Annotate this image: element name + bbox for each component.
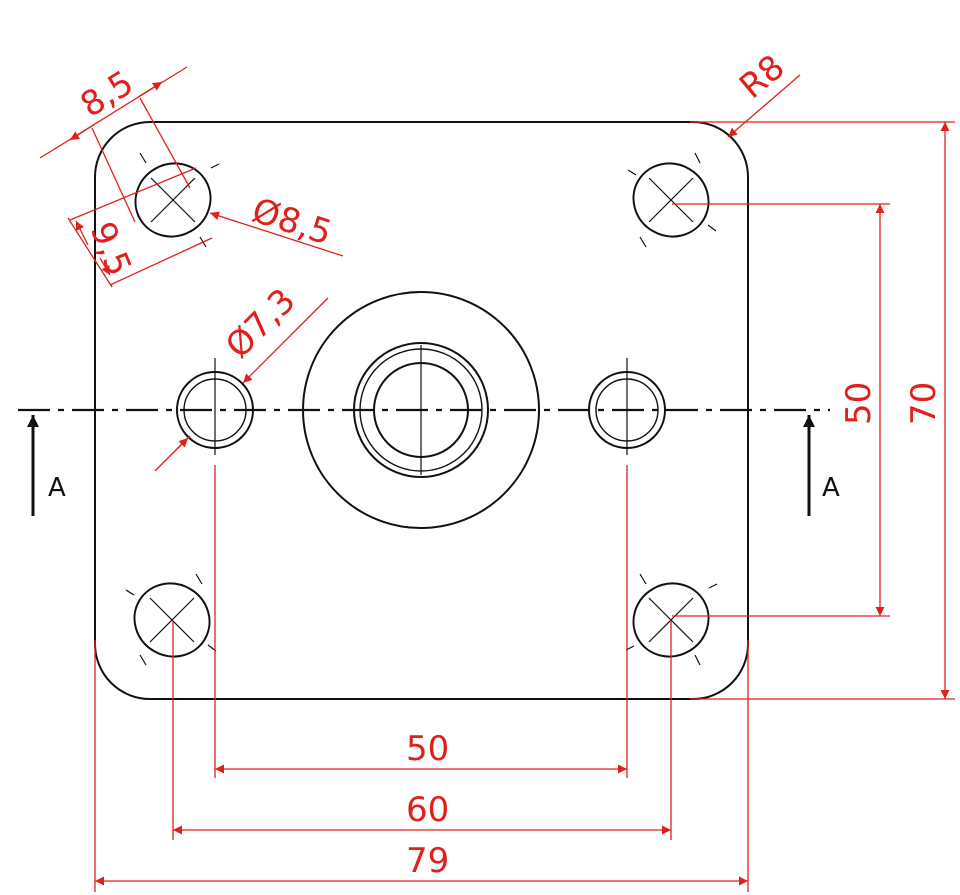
section-marker-left: A bbox=[27, 415, 66, 516]
dimension-corner-radius-label: R8 bbox=[732, 47, 792, 107]
section-marker-right: A bbox=[803, 415, 840, 516]
dimension-slot-width: 8,5 bbox=[39, 63, 191, 223]
dimension-outer-vertical-label: 70 bbox=[904, 382, 944, 425]
dimension-inner-horizontal: 50 bbox=[214, 465, 628, 778]
dimension-inner-vertical-label: 50 bbox=[839, 382, 879, 425]
dimension-outer-horizontal-label: 79 bbox=[406, 841, 449, 881]
dimension-corner-radius: R8 bbox=[727, 47, 801, 138]
mounting-hole-left bbox=[176, 358, 254, 455]
dimension-slot-diameter-label: Ø8,5 bbox=[247, 191, 336, 254]
dimension-outer-vertical: 70 bbox=[690, 121, 955, 700]
corner-slot-top-left bbox=[134, 152, 220, 248]
dimension-slot-length-label: 9,5 bbox=[82, 216, 139, 281]
dimension-slot-diameter: Ø8,5 bbox=[209, 191, 344, 257]
dimension-hole-diameter: Ø7,3 bbox=[154, 281, 329, 472]
dimension-middle-horizontal: 60 bbox=[172, 620, 672, 840]
dimension-middle-horizontal-label: 60 bbox=[406, 790, 449, 830]
dimension-hole-diameter-label: Ø7,3 bbox=[218, 281, 303, 366]
dimension-outer-horizontal: 79 bbox=[94, 640, 749, 892]
dimension-inner-horizontal-label: 50 bbox=[406, 729, 449, 769]
corner-slot-bottom-left bbox=[125, 573, 217, 666]
dimension-inner-vertical: 50 bbox=[672, 203, 890, 617]
section-label-right: A bbox=[822, 473, 840, 503]
corner-slot-top-right bbox=[627, 152, 717, 248]
dimension-slot-width-label: 8,5 bbox=[74, 63, 141, 126]
central-hub bbox=[302, 291, 540, 529]
section-label-left: A bbox=[48, 473, 66, 503]
mounting-hole-right bbox=[588, 358, 666, 455]
